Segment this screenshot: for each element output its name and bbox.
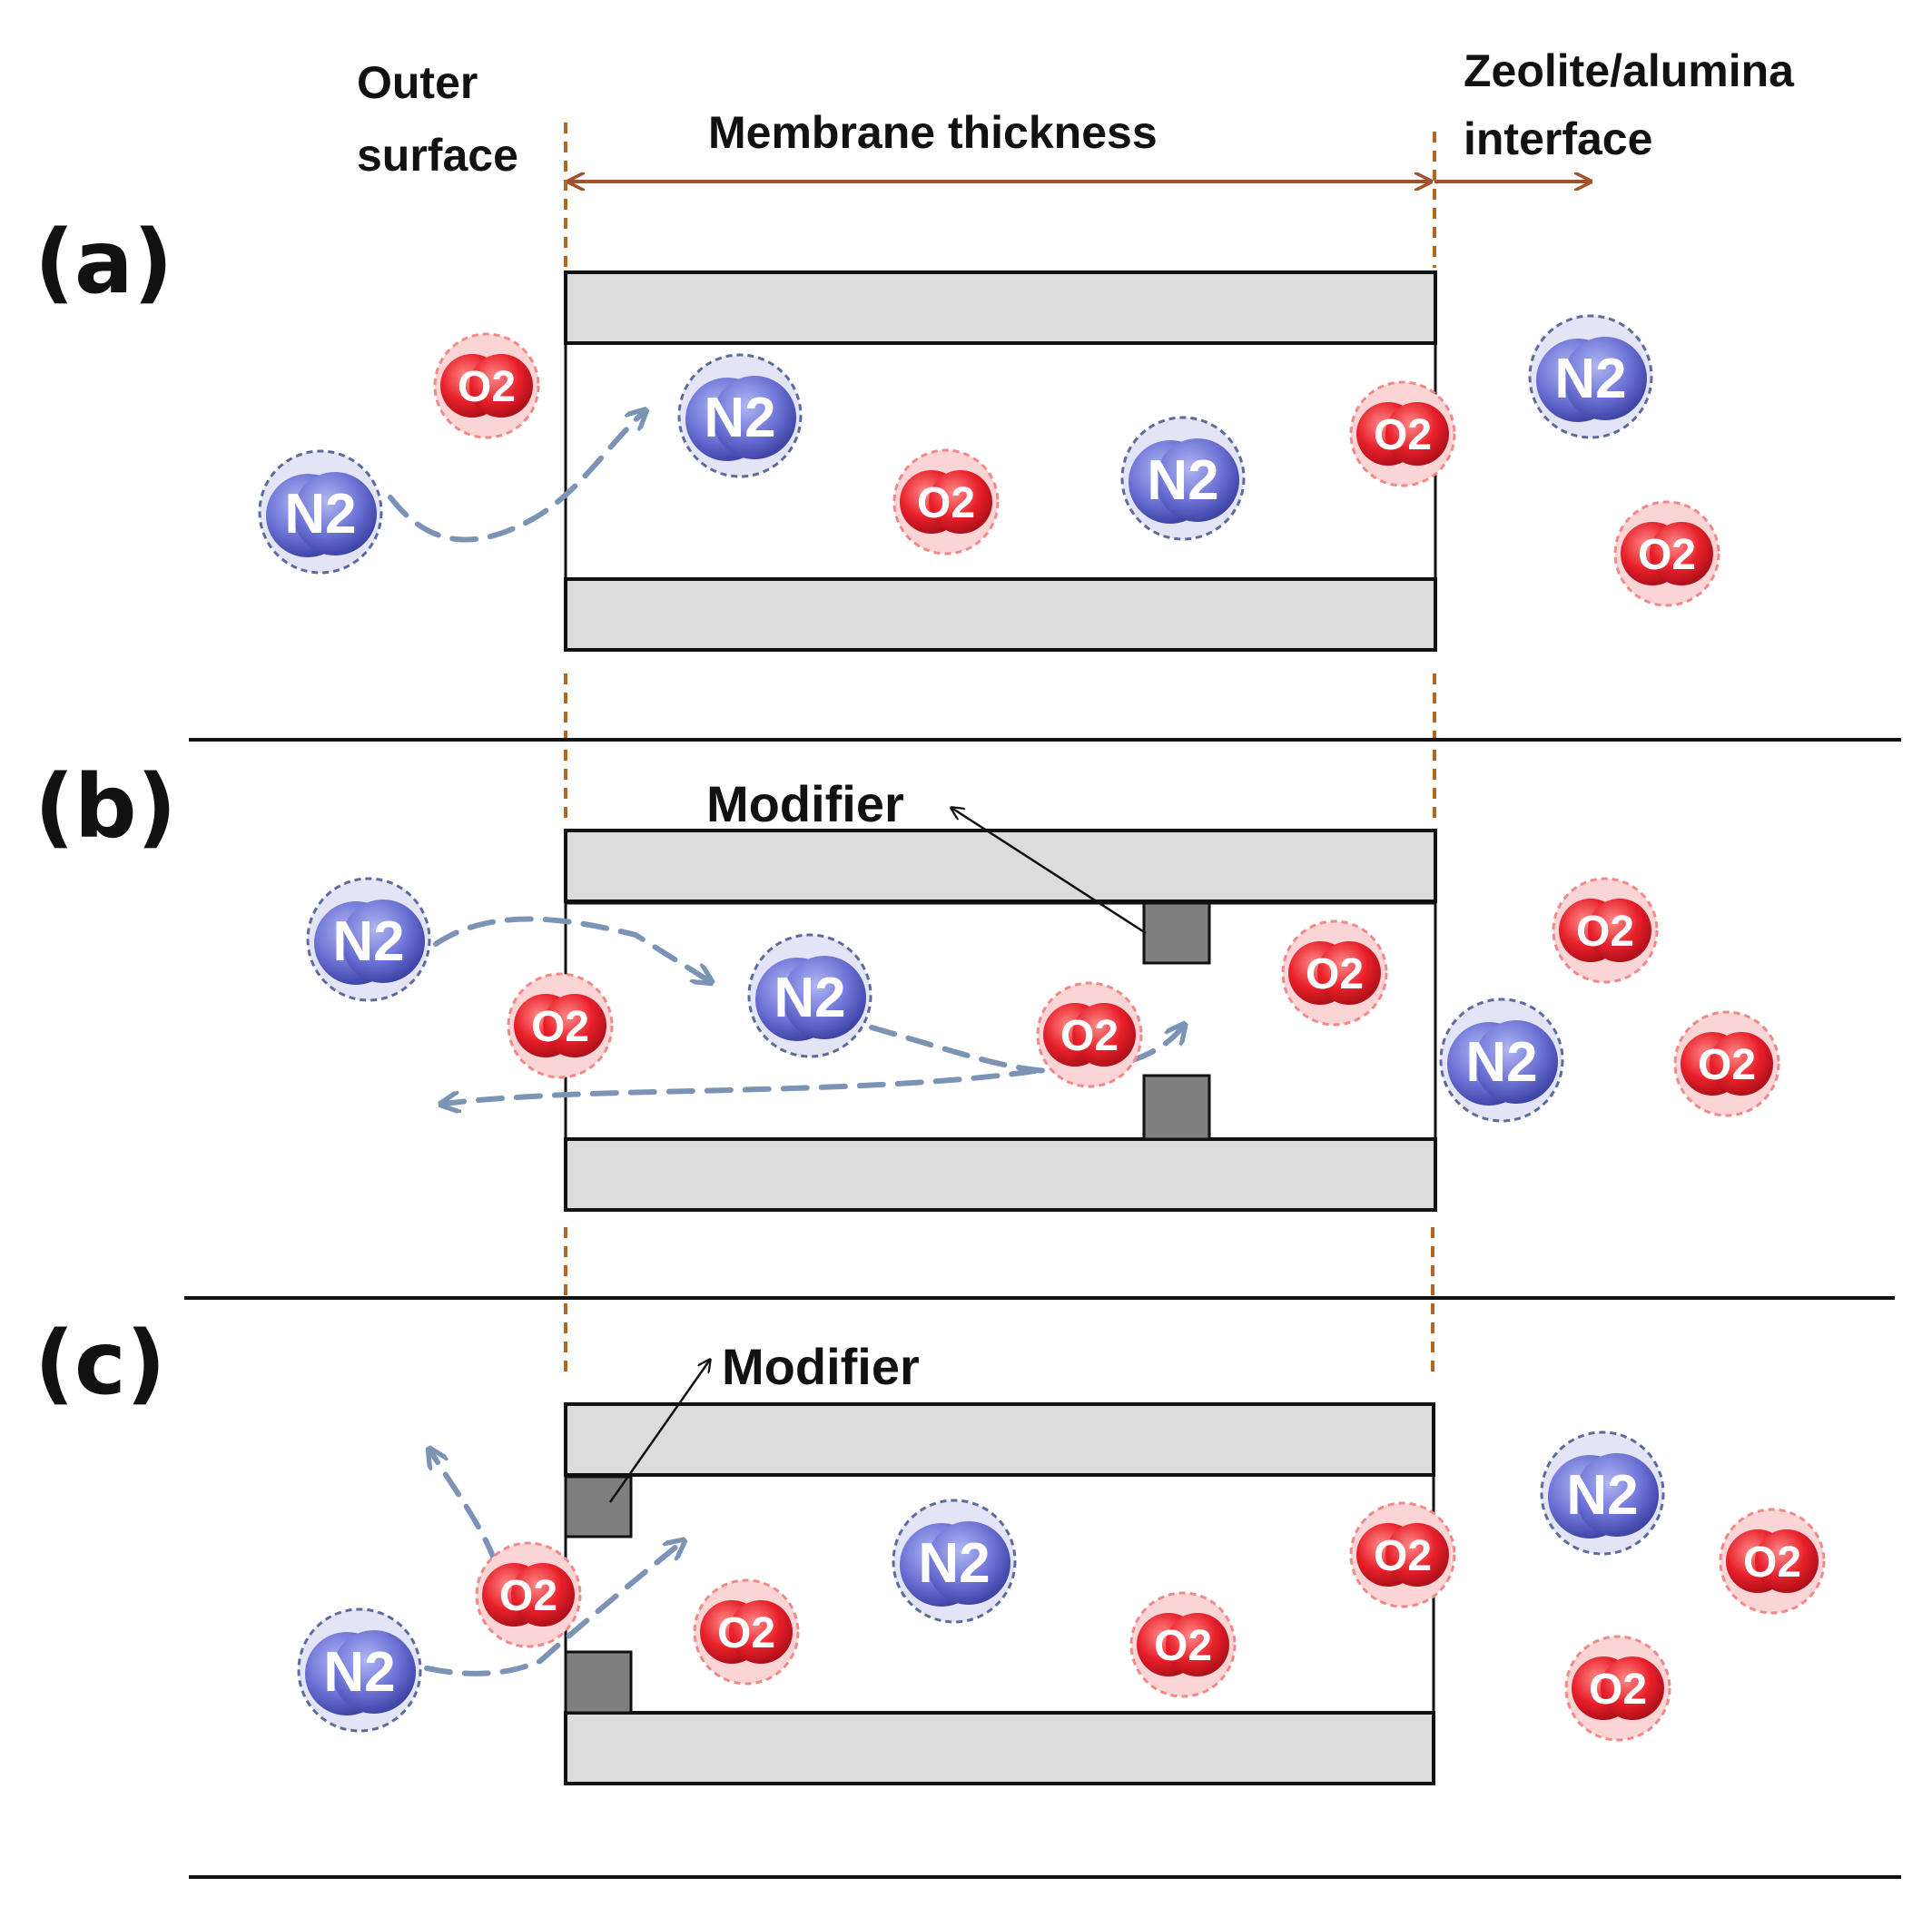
interface-label-line2: interface	[1464, 113, 1652, 164]
o2-molecule: O2	[1036, 981, 1143, 1088]
n2-molecule: N2	[1120, 416, 1246, 541]
n2-molecule: N2	[258, 449, 383, 575]
channel-wall-bottom	[564, 1711, 1435, 1785]
modifier-label: Modifier	[706, 775, 904, 832]
n2-molecule: N2	[1439, 998, 1564, 1123]
o2-formula: O2	[1638, 531, 1696, 579]
o2-molecule: O2	[1281, 919, 1388, 1027]
channel-wall-top	[564, 829, 1437, 903]
n2-formula: N2	[1554, 348, 1626, 410]
diffusion-path-arrow	[433, 916, 708, 981]
o2-formula: O2	[1698, 1041, 1756, 1089]
o2-formula: O2	[717, 1609, 775, 1657]
n2-formula: N2	[774, 967, 845, 1029]
o2-molecule: O2	[1129, 1591, 1237, 1698]
o2-molecule: O2	[1613, 500, 1720, 607]
o2-molecule: O2	[892, 448, 1000, 555]
rejection-path-arrow	[431, 1452, 498, 1564]
modifier-pointer-arrow	[608, 1360, 710, 1503]
channel-wall-top	[564, 1402, 1435, 1477]
rejection-path-arrow	[445, 1068, 1038, 1104]
o2-formula: O2	[1576, 908, 1634, 956]
modifier-pointer-arrow	[951, 808, 1147, 935]
o2-formula: O2	[1374, 411, 1432, 459]
outer-surface-label-line1: Outer	[357, 57, 478, 108]
interface-label-line1: Zeolite/alumina	[1464, 45, 1795, 96]
o2-molecule: O2	[507, 972, 614, 1079]
o2-formula: O2	[458, 363, 516, 411]
modifier-block-bottom	[564, 1650, 633, 1715]
channel-wall-bottom	[564, 577, 1437, 652]
n2-formula: N2	[704, 387, 775, 449]
channel-wall-top	[564, 270, 1437, 345]
n2-formula: N2	[1147, 449, 1218, 512]
n2-formula: N2	[1566, 1464, 1638, 1527]
o2-formula: O2	[1374, 1532, 1432, 1580]
n2-formula: N2	[918, 1532, 990, 1595]
n2-molecule: N2	[892, 1499, 1017, 1624]
modifier-label: Modifier	[722, 1338, 920, 1395]
panel-c-label: (c)	[34, 1312, 166, 1414]
n2-formula: N2	[1465, 1031, 1537, 1094]
o2-molecule: O2	[1673, 1010, 1780, 1117]
o2-formula: O2	[1743, 1538, 1801, 1587]
o2-formula: O2	[531, 1003, 589, 1051]
panel-b: (b) Modifier	[34, 756, 1437, 1212]
o2-molecule: O2	[1564, 1635, 1671, 1742]
n2-molecule: N2	[1528, 314, 1653, 439]
o2-molecule: O2	[693, 1578, 800, 1686]
modifier-block-bottom	[1142, 1074, 1211, 1141]
o2-molecule: O2	[1349, 380, 1456, 487]
modifier-block-top	[1142, 901, 1211, 965]
n2-formula: N2	[332, 910, 404, 973]
o2-formula: O2	[917, 479, 975, 527]
o2-formula: O2	[1154, 1622, 1212, 1670]
o2-molecule: O2	[475, 1541, 582, 1648]
membrane-thickness-label: Membrane thickness	[708, 107, 1158, 158]
o2-molecule: O2	[1349, 1501, 1456, 1608]
n2-molecule: N2	[747, 933, 872, 1058]
n2-molecule: N2	[677, 353, 803, 478]
o2-formula: O2	[1060, 1012, 1119, 1060]
n2-molecule: N2	[306, 877, 431, 1002]
o2-molecule: O2	[433, 332, 540, 439]
o2-formula: O2	[1589, 1666, 1647, 1714]
diffusion-path-arrow	[537, 1543, 681, 1664]
n2-molecule: N2	[297, 1607, 422, 1733]
o2-molecule: O2	[1552, 877, 1659, 984]
o2-formula: O2	[1306, 950, 1364, 998]
diffusion-path-arrow	[424, 1658, 543, 1676]
o2-molecule: O2	[1719, 1508, 1826, 1615]
o2-formula: O2	[499, 1572, 557, 1620]
panel-c: (c) Modifier	[34, 1312, 1435, 1785]
outer-surface-label-line2: surface	[357, 130, 518, 181]
n2-formula: N2	[284, 483, 356, 546]
n2-formula: N2	[323, 1641, 395, 1704]
panel-b-label: (b)	[34, 756, 176, 858]
diffusion-path-arrow	[388, 413, 643, 543]
n2-molecule: N2	[1540, 1430, 1665, 1556]
panel-a-label: (a)	[34, 211, 173, 313]
channel-wall-bottom	[564, 1137, 1437, 1212]
